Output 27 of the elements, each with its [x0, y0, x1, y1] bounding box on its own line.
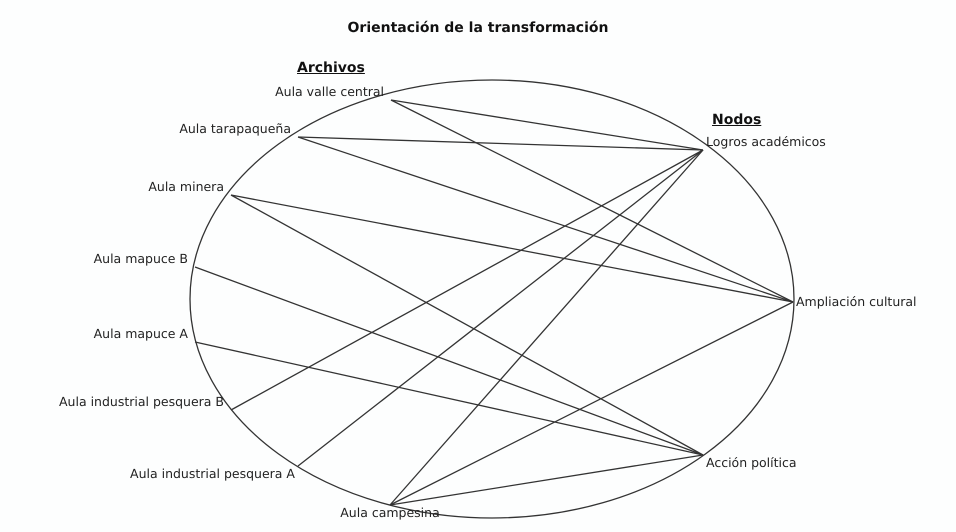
node-label: Aula tarapaqueña [176, 121, 294, 137]
connector-line [230, 194, 704, 456]
column-heading: Archivos [297, 60, 365, 76]
connector-line [194, 266, 704, 456]
diagram-title: Orientación de la transformación [346, 20, 610, 36]
node-label: Logros académicos [703, 134, 829, 150]
connector-line [390, 150, 704, 506]
node-label: Aula industrial pesquera A [127, 466, 298, 482]
node-label: Aula minera [145, 179, 227, 195]
connector-line [298, 149, 704, 467]
node-label: Ampliación cultural [793, 294, 920, 310]
connector-line [390, 301, 794, 506]
connector-line [194, 341, 704, 456]
node-label: Aula valle central [272, 84, 387, 100]
node-label: Aula industrial pesquera B [56, 394, 227, 410]
node-label: Aula mapuce B [90, 251, 191, 267]
connector-line [390, 454, 704, 506]
connector-line [230, 149, 704, 411]
connector-line [298, 136, 794, 303]
column-heading: Nodos [712, 112, 762, 128]
node-label: Aula campesina [337, 505, 443, 521]
connector-line [298, 136, 704, 151]
connector-line [230, 194, 794, 303]
connector-line [390, 99, 704, 151]
node-label: Acción política [703, 455, 800, 471]
node-label: Aula mapuce A [90, 326, 191, 342]
connector-line [390, 99, 794, 303]
